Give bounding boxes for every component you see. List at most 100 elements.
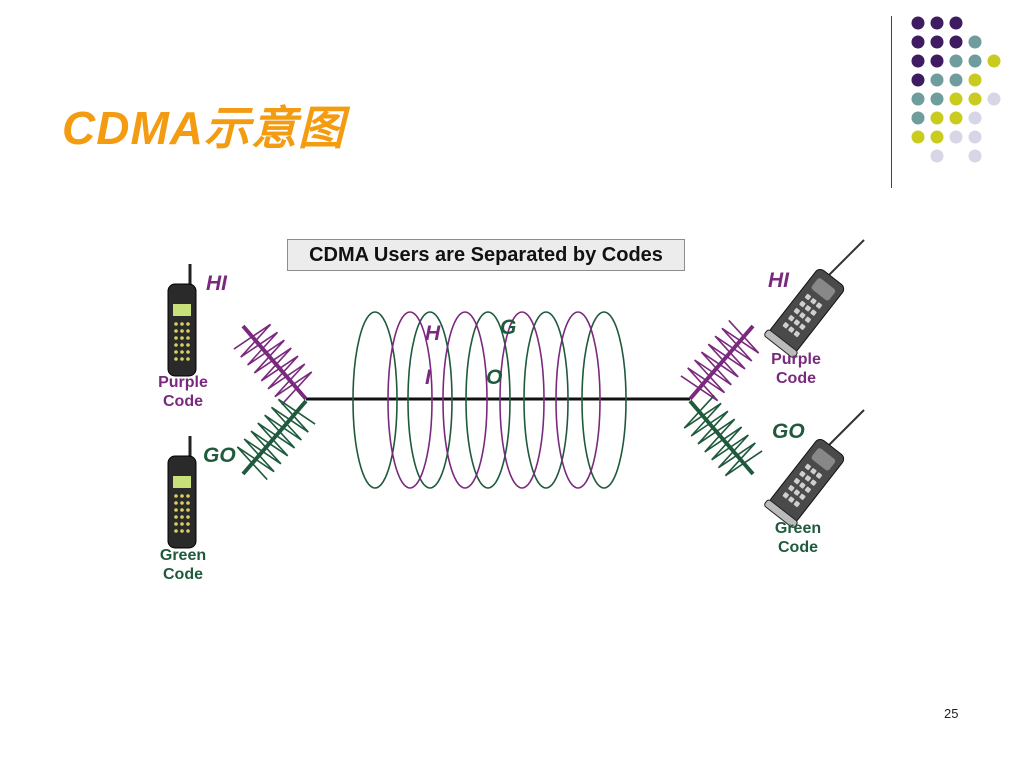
keypad-key bbox=[180, 343, 184, 347]
keypad-key bbox=[186, 322, 190, 326]
keypad-key bbox=[186, 329, 190, 333]
left-bottom-phone-icon bbox=[167, 436, 197, 549]
purple-code-loop bbox=[442, 311, 488, 489]
green-code-loop bbox=[523, 311, 569, 489]
keypad-key bbox=[180, 350, 184, 354]
green-code-loop bbox=[581, 311, 627, 489]
left-green-code-label: Green Code bbox=[156, 546, 210, 584]
keypad-key bbox=[180, 329, 184, 333]
right-green-code-label: Green Code bbox=[770, 519, 826, 557]
keypad-key bbox=[174, 501, 178, 505]
keypad-key bbox=[804, 475, 812, 482]
right-green-wave bbox=[683, 394, 763, 477]
purple-code-loop bbox=[387, 311, 433, 489]
keypad-key bbox=[186, 508, 190, 512]
keypad-key bbox=[804, 305, 812, 312]
keypad-key bbox=[815, 472, 823, 479]
keypad-key bbox=[799, 300, 806, 308]
keypad-key bbox=[180, 529, 184, 533]
keypad-key bbox=[174, 357, 178, 361]
keypad-key bbox=[782, 492, 789, 499]
left-purple-antenna bbox=[233, 323, 313, 406]
keypad-key bbox=[180, 501, 184, 505]
channel-letter-o: O bbox=[486, 366, 503, 389]
keypad-key bbox=[799, 493, 806, 500]
keypad-key bbox=[793, 308, 800, 315]
green-code-loop bbox=[352, 311, 398, 489]
keypad-key bbox=[174, 329, 178, 333]
keypad-key bbox=[788, 315, 795, 322]
right-green-message: GO bbox=[772, 420, 805, 443]
green-code-loop bbox=[465, 311, 511, 489]
keypad-key bbox=[804, 486, 812, 493]
keypad-key bbox=[180, 522, 184, 526]
slide-title: CDMA示意图 bbox=[62, 102, 345, 154]
code-label-line: Code bbox=[776, 370, 816, 387]
keypad-key bbox=[804, 293, 812, 301]
code-label-line: Code bbox=[778, 539, 818, 556]
keypad-key bbox=[174, 529, 178, 533]
right-purple-code-label: Purple Code bbox=[768, 350, 824, 388]
keypad-key bbox=[810, 468, 817, 475]
diagram-caption: CDMA Users are Separated by Codes bbox=[287, 239, 685, 271]
keypad-key bbox=[799, 482, 806, 489]
purple-code-loops bbox=[387, 311, 601, 489]
left-green-wave bbox=[236, 398, 316, 481]
left-green-message: GO bbox=[203, 444, 236, 467]
right-top-phone-icon bbox=[764, 239, 865, 358]
keypad-key bbox=[180, 508, 184, 512]
keypad-key bbox=[186, 494, 190, 498]
right-purple-wave bbox=[680, 319, 760, 402]
keypad-key bbox=[793, 489, 800, 496]
left-purple-message: HI bbox=[206, 272, 227, 295]
keypad-key bbox=[186, 501, 190, 505]
green-code-loops bbox=[352, 311, 627, 489]
keypad-key bbox=[186, 350, 190, 354]
right-green-antenna bbox=[683, 394, 763, 477]
purple-code-loop bbox=[555, 311, 601, 489]
keypad-key bbox=[793, 478, 800, 485]
right-bottom-phone-icon bbox=[764, 409, 865, 528]
keypad-key bbox=[174, 350, 178, 354]
keypad-key bbox=[799, 470, 806, 478]
keypad-key bbox=[174, 494, 178, 498]
left-purple-wave bbox=[233, 323, 313, 406]
keypad-key bbox=[180, 357, 184, 361]
right-purple-antenna bbox=[680, 319, 760, 402]
keypad-key bbox=[180, 494, 184, 498]
keypad-key bbox=[793, 319, 800, 326]
keypad-key bbox=[180, 515, 184, 519]
code-label-line: Purple bbox=[158, 374, 208, 391]
keypad-key bbox=[186, 515, 190, 519]
keypad-key bbox=[804, 463, 812, 471]
channel-letter-h: H bbox=[425, 322, 441, 345]
keypad-key bbox=[804, 316, 812, 323]
keypad-key bbox=[186, 529, 190, 533]
keypad-key bbox=[815, 302, 823, 309]
keypad-key bbox=[186, 343, 190, 347]
keypad-key bbox=[799, 312, 806, 319]
keypad-key bbox=[782, 322, 789, 329]
green-code-loop bbox=[407, 311, 453, 489]
keypad-key bbox=[793, 500, 800, 508]
code-label-line: Code bbox=[163, 393, 203, 410]
keypad-key bbox=[174, 343, 178, 347]
left-top-phone-icon bbox=[167, 264, 197, 377]
keypad-key bbox=[174, 522, 178, 526]
code-label-line: Code bbox=[163, 566, 203, 583]
purple-code-loop bbox=[499, 311, 545, 489]
left-purple-code-label: Purple Code bbox=[156, 373, 210, 411]
keypad-key bbox=[174, 322, 178, 326]
code-label-line: Green bbox=[159, 547, 207, 564]
channel-letter-g: G bbox=[500, 316, 517, 339]
keypad-key bbox=[174, 508, 178, 512]
keypad-key bbox=[180, 322, 184, 326]
keypad-key bbox=[793, 330, 800, 338]
keypad-key bbox=[810, 309, 817, 316]
channel-letter-i: I bbox=[425, 366, 431, 389]
keypad-key bbox=[788, 496, 795, 503]
divider-line bbox=[891, 16, 892, 188]
keypad-key bbox=[186, 336, 190, 340]
